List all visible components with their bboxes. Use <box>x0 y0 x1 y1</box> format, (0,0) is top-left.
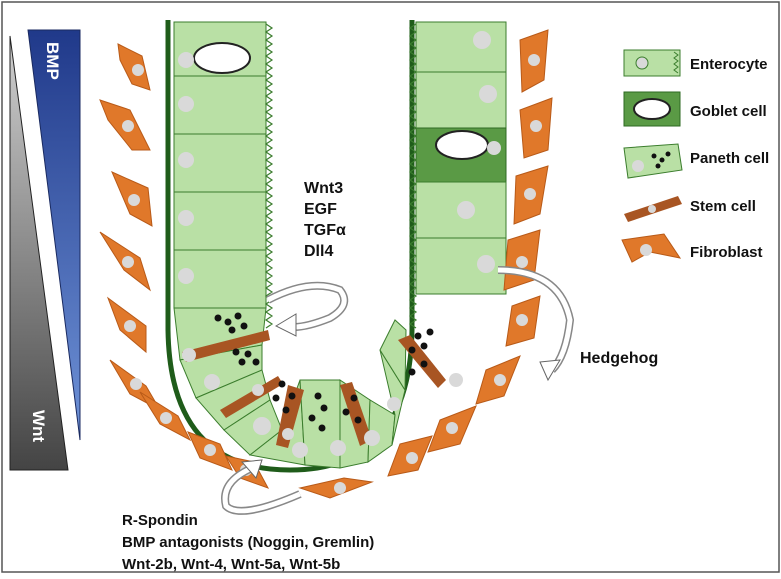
right-column-cells <box>410 22 506 328</box>
wnt-label: Wnt <box>28 410 48 442</box>
factor-dll4: Dll4 <box>304 241 333 262</box>
legend-enterocyte: Enterocyte <box>690 56 768 73</box>
legend-stem-cell: Stem cell <box>690 198 756 215</box>
factor-tgfa: TGFα <box>304 220 346 241</box>
hedgehog-label: Hedgehog <box>580 348 658 369</box>
factor-bmp-antagonists: BMP antagonists (Noggin, Gremlin) <box>122 533 374 553</box>
factor-wnt3: Wnt3 <box>304 178 343 199</box>
legend-fibroblast: Fibroblast <box>690 244 763 261</box>
factor-r-spondin: R-Spondin <box>122 511 198 531</box>
bmp-label: BMP <box>42 42 62 80</box>
legend-paneth-cell: Paneth cell <box>690 150 769 167</box>
left-column-cells <box>174 22 272 328</box>
legend-goblet-cell: Goblet cell <box>690 103 767 120</box>
paneth-cell-icon <box>624 144 682 178</box>
fibroblast-icon <box>622 234 680 262</box>
factor-egf: EGF <box>304 199 337 220</box>
enterocyte-icon <box>624 50 680 76</box>
factor-wnt-ligands: Wnt-2b, Wnt-4, Wnt-5a, Wnt-5b <box>122 555 340 575</box>
goblet-cell-icon <box>624 92 680 126</box>
